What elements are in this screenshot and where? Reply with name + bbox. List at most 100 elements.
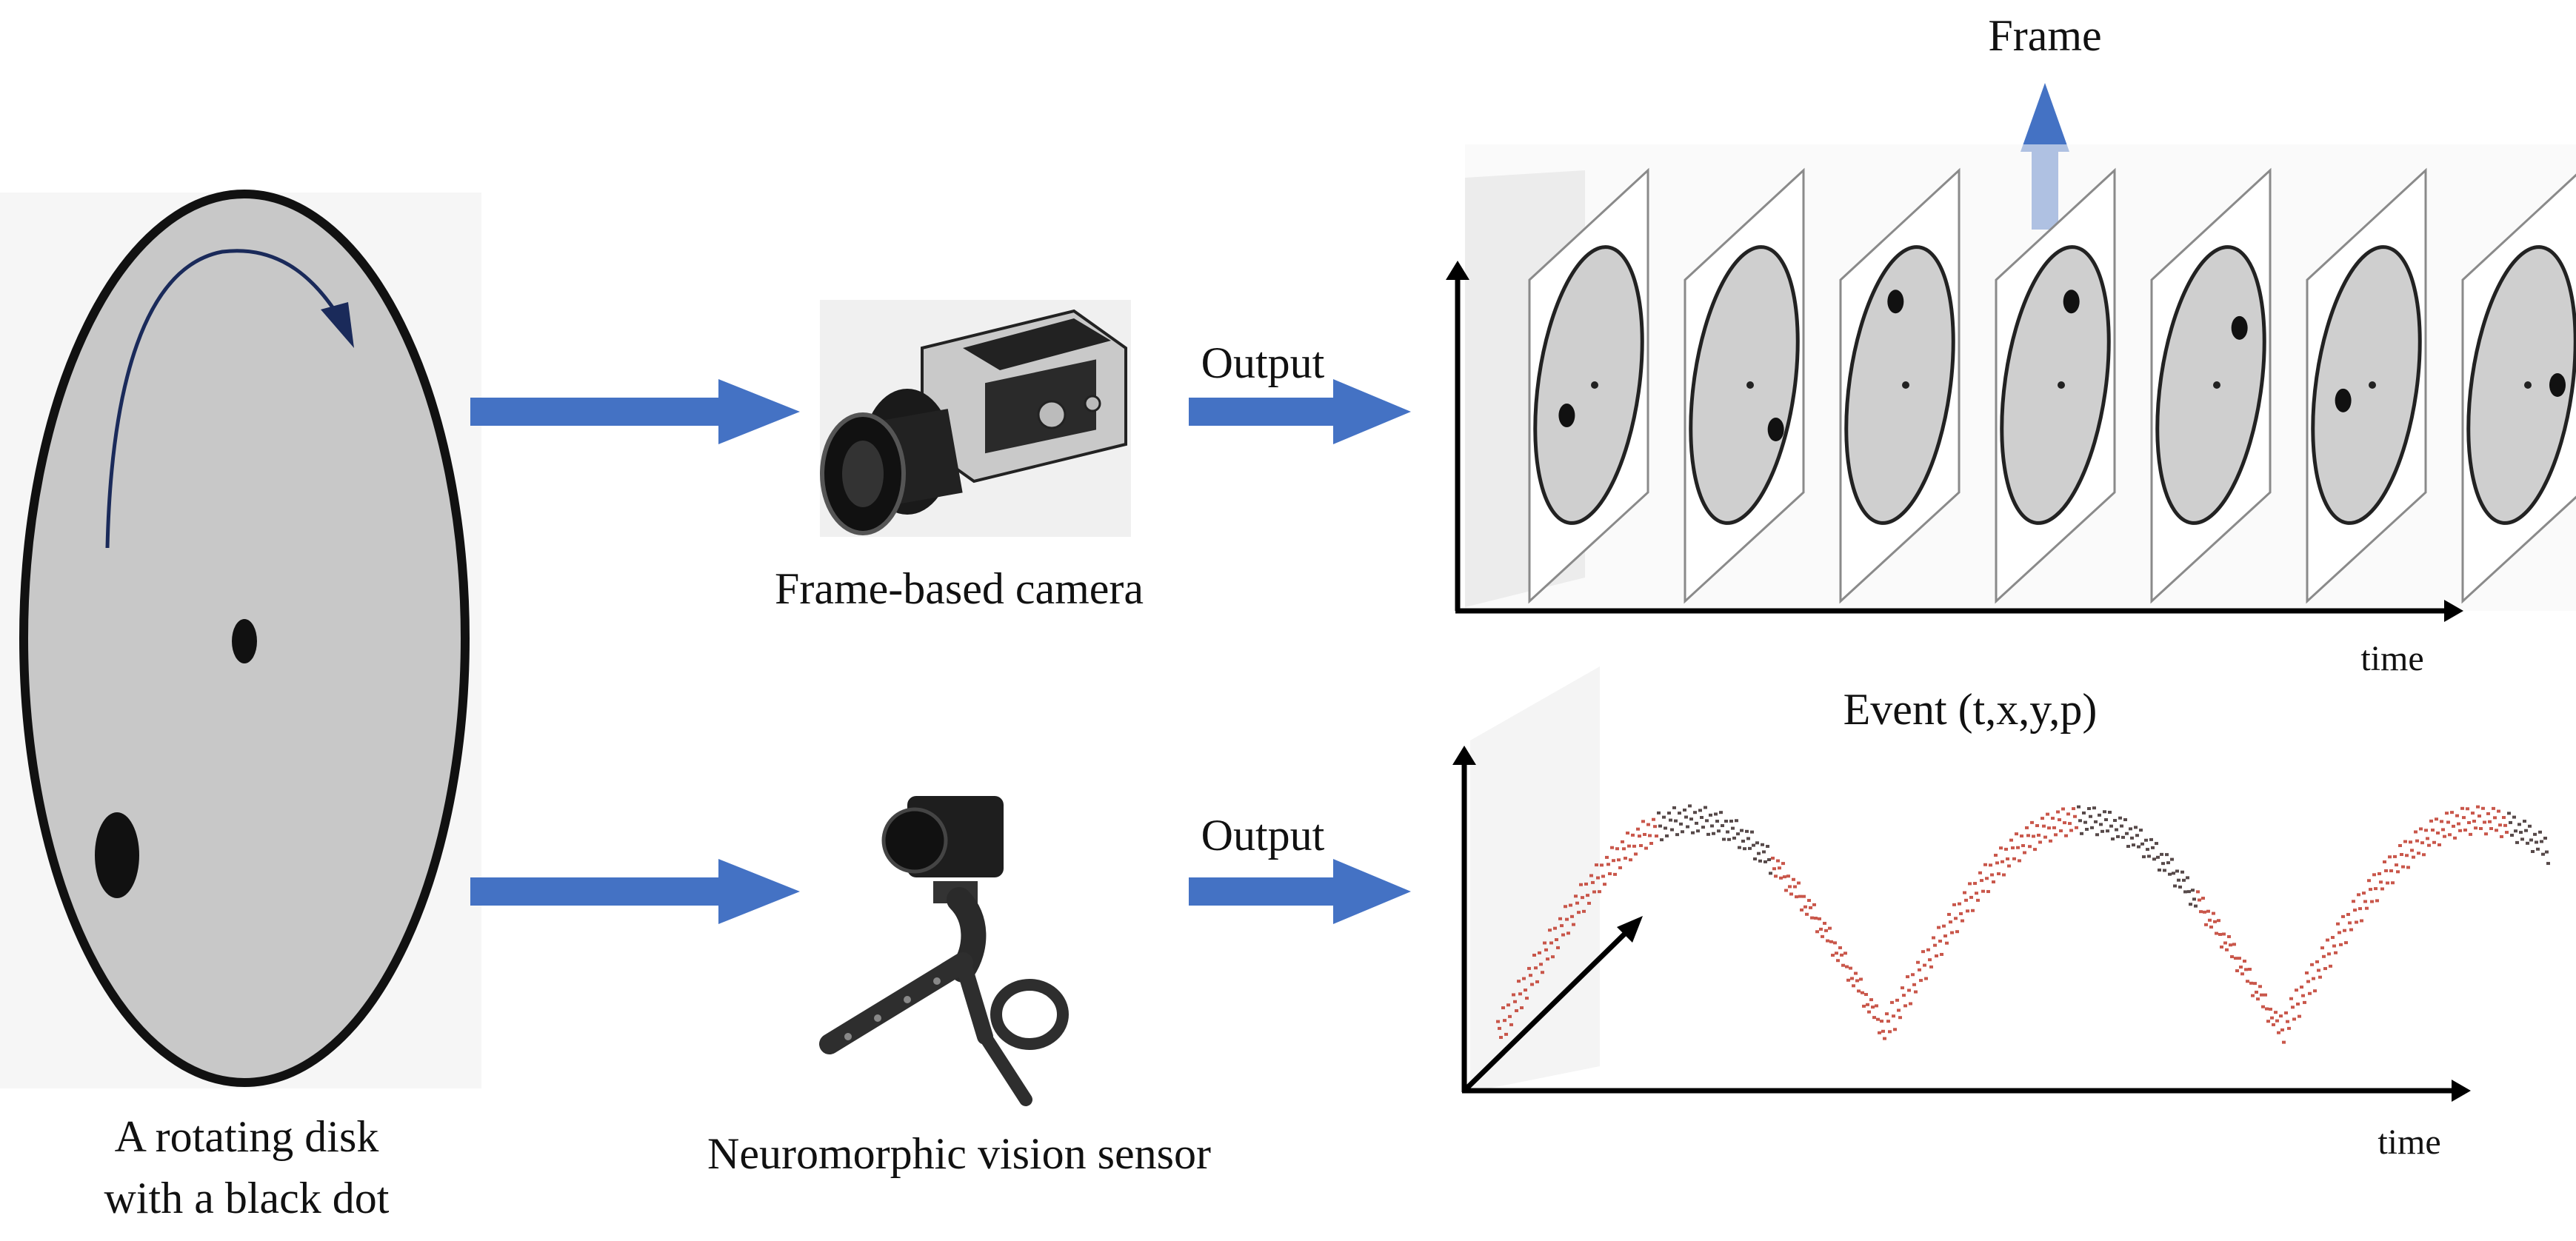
event-point xyxy=(1869,998,1873,1002)
event-point xyxy=(2546,862,2550,866)
event-point xyxy=(2437,843,2441,846)
event-point xyxy=(2358,907,2362,911)
event-point xyxy=(2006,857,2009,860)
event-point xyxy=(2222,932,2226,936)
event-point xyxy=(1601,874,1605,878)
disk-black-dot xyxy=(95,812,139,898)
event-point xyxy=(2441,828,2445,832)
event-axis-y-arrowhead-icon xyxy=(1452,746,1476,765)
event-point xyxy=(2083,820,2087,824)
event-point xyxy=(1964,898,1968,902)
event-point xyxy=(1596,876,1600,880)
event-point xyxy=(1757,852,1761,855)
event-point xyxy=(2524,829,2528,832)
event-point xyxy=(1788,885,1792,889)
event-point xyxy=(1530,983,1534,986)
event-point xyxy=(2230,955,2234,959)
event-point xyxy=(1885,1012,1889,1016)
event-point xyxy=(1968,882,1972,886)
event-point xyxy=(2412,855,2415,859)
event-point xyxy=(1745,829,1749,833)
event-point xyxy=(1649,842,1653,846)
event-point xyxy=(1924,977,1928,980)
event-point xyxy=(2244,968,2248,971)
event-point xyxy=(1805,912,1809,916)
event-point xyxy=(2121,835,2125,839)
event-point xyxy=(2528,824,2532,828)
event-point xyxy=(2538,830,2542,834)
event-point xyxy=(2158,869,2161,872)
event-point xyxy=(2396,870,2400,874)
event-point xyxy=(1766,845,1769,849)
event-point xyxy=(2519,831,2523,834)
event-point xyxy=(2198,898,2201,902)
event-point xyxy=(2343,929,2346,932)
event-point xyxy=(1800,908,1803,911)
arrow-frame-output xyxy=(1189,379,1411,444)
event-point xyxy=(2255,990,2258,994)
event-point xyxy=(1875,1004,1878,1008)
event-point xyxy=(1608,872,1612,875)
event-point xyxy=(1803,905,1807,909)
event-point xyxy=(1743,847,1746,851)
event-point xyxy=(1648,834,1652,837)
event-point xyxy=(2348,921,2352,925)
event-point xyxy=(2535,840,2538,844)
event-point xyxy=(2329,964,2332,968)
event-point xyxy=(2047,826,2051,830)
event-point xyxy=(2327,952,2331,956)
event-point xyxy=(1581,896,1584,900)
event-point xyxy=(1963,891,1966,894)
event-point xyxy=(1646,823,1650,826)
frame-disk-black-dot xyxy=(2335,388,2352,412)
event-point xyxy=(1613,872,1617,876)
event-point xyxy=(1589,874,1593,877)
event-point xyxy=(1527,966,1531,970)
event-point xyxy=(1709,813,1712,817)
event-point xyxy=(1981,889,1985,893)
event-point xyxy=(2023,851,2026,854)
event-point xyxy=(1992,880,1995,884)
event-point xyxy=(1658,824,1662,828)
event-point xyxy=(2077,805,2081,809)
rotation-arrow-icon xyxy=(105,249,347,549)
event-point xyxy=(2240,972,2244,976)
event-point xyxy=(1631,833,1635,837)
event-point xyxy=(1933,943,1937,947)
event-point xyxy=(2488,820,2492,823)
event-point xyxy=(2056,810,2060,814)
event-point xyxy=(2369,888,2372,892)
event-point xyxy=(1892,1014,1895,1018)
event-point xyxy=(2007,864,2011,868)
event-axis-xy xyxy=(1464,923,1635,1091)
event-point xyxy=(1508,1014,1512,1018)
event-point xyxy=(2263,993,2267,997)
frame-disk-black-dot xyxy=(2549,373,2566,397)
event-point xyxy=(1928,958,1932,962)
event-point xyxy=(2486,812,2490,815)
event-point xyxy=(2484,832,2488,836)
event-point xyxy=(2370,900,2374,903)
event-point xyxy=(2001,860,2004,863)
event-point xyxy=(2115,828,2118,832)
event-point xyxy=(2090,826,2094,829)
event-point xyxy=(1871,1006,1875,1009)
event-point xyxy=(2075,826,2078,829)
event-point xyxy=(1518,992,1522,996)
event-point xyxy=(2349,928,2353,931)
event-point xyxy=(2163,869,2166,872)
event-point xyxy=(1622,847,1626,851)
event-point xyxy=(2106,829,2109,833)
event-point xyxy=(1818,917,1821,920)
event-point xyxy=(2436,831,2440,834)
event-point xyxy=(1954,917,1958,920)
event-point xyxy=(2474,826,2477,830)
event-point xyxy=(1767,858,1771,862)
event-point xyxy=(2389,869,2393,873)
event-point xyxy=(1652,817,1655,821)
event-point xyxy=(2146,848,2149,852)
event-point xyxy=(2066,812,2070,816)
event-point xyxy=(2173,884,2177,888)
event-point xyxy=(2440,820,2443,823)
event-point xyxy=(1880,1020,1883,1023)
